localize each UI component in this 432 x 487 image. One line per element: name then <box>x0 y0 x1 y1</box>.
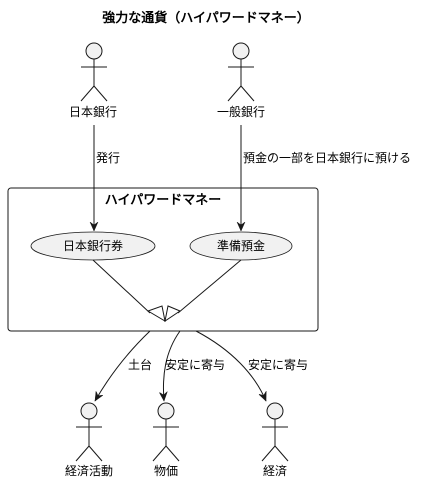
generalization-line-reserves <box>177 259 242 314</box>
edge-deposit-label: 預金の一部を日本銀行に預ける <box>243 150 411 165</box>
actor-economic-activity-label: 経済活動 <box>65 463 113 478</box>
generalization-triangle-left <box>146 305 166 322</box>
edge-stabilize-economy-label: 安定に寄与 <box>248 357 308 372</box>
usecase-banknotes-label: 日本銀行券 <box>63 238 123 253</box>
edge-stabilize-prices-label: 安定に寄与 <box>165 357 225 372</box>
edge-issue-label: 発行 <box>96 151 120 165</box>
usecase-reserves-label: 準備預金 <box>217 238 265 253</box>
actor-prices-label: 物価 <box>154 464 178 478</box>
edge-stabilize-economy <box>195 330 267 401</box>
generalization-line-banknotes <box>92 259 151 314</box>
generalization-triangle-right <box>164 305 182 323</box>
edge-stabilize-prices <box>163 330 181 401</box>
actor-commercial-bank <box>227 42 255 102</box>
edge-foundation-label: 土台 <box>128 357 152 372</box>
edge-foundation <box>94 330 151 401</box>
actor-prices <box>152 402 180 462</box>
actor-commercial-bank-label: 一般銀行 <box>217 104 265 119</box>
actor-economic-activity <box>75 402 103 462</box>
actor-economy-label: 経済 <box>263 463 287 478</box>
actor-boj-label: 日本銀行 <box>69 105 117 119</box>
diagram-title: 強力な通貨（ハイパワードマネー） <box>102 10 309 26</box>
actor-economy <box>261 402 289 462</box>
actor-boj <box>80 42 108 102</box>
package-label: ハイパワードマネー <box>105 193 221 208</box>
